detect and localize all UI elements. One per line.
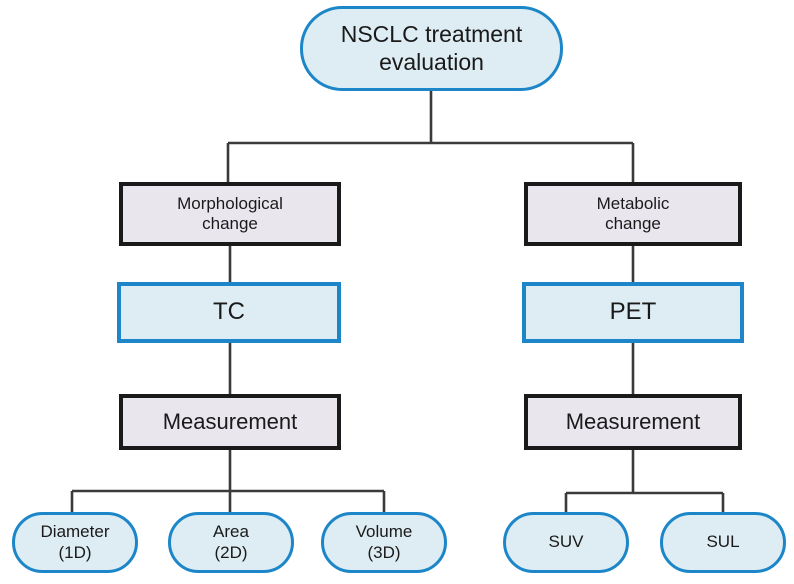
node-pet: PET xyxy=(522,282,744,343)
node-suv: SUV xyxy=(503,512,629,573)
node-metabolic-change: Metabolic change xyxy=(524,182,742,246)
node-tc: TC xyxy=(117,282,341,343)
node-diameter-1d: Diameter (1D) xyxy=(12,512,138,573)
node-measurement-metabolic: Measurement xyxy=(524,394,742,450)
node-nsclc-treatment-evaluation: NSCLC treatment evaluation xyxy=(300,6,563,91)
node-sul: SUL xyxy=(660,512,786,573)
node-volume-3d: Volume (3D) xyxy=(321,512,447,573)
node-morphological-change: Morphological change xyxy=(119,182,341,246)
node-area-2d: Area (2D) xyxy=(168,512,294,573)
node-measurement-morphological: Measurement xyxy=(119,394,341,450)
